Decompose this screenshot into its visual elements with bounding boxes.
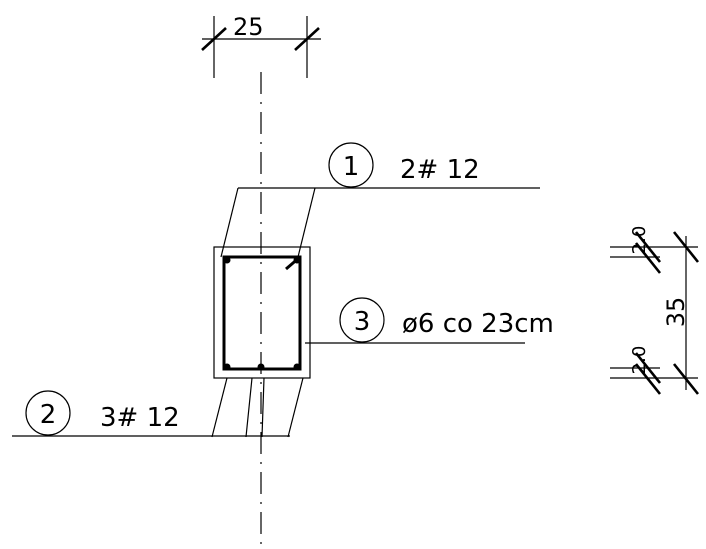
right-height-dimension: 2.0 35 2.0	[610, 226, 700, 395]
callout-circle	[339, 297, 385, 343]
cover-bottom-value: 2.0	[629, 346, 650, 375]
callout-number: 1	[343, 152, 360, 182]
rebar-dot	[223, 256, 231, 264]
dimension-tick-right	[294, 27, 320, 51]
callout-text: 2# 12	[400, 155, 480, 185]
callout-text: ø6 co 23cm	[402, 309, 554, 339]
column-outline	[211, 187, 316, 438]
dimension-tick	[634, 231, 662, 263]
stirrup	[222, 255, 302, 371]
section-height-value: 35	[662, 297, 690, 328]
callout-number: 2	[40, 400, 57, 430]
callout-1-top-bars: 1 2# 12	[238, 142, 540, 189]
dimension-tick	[672, 231, 700, 263]
callout-2-bottom-bars: 2 3# 12	[12, 390, 290, 437]
callout-number: 3	[354, 307, 371, 337]
rebar-dot	[257, 363, 265, 371]
column-width-value: 25	[233, 13, 264, 41]
dimension-tick	[634, 242, 662, 274]
rebar-dot	[223, 363, 231, 371]
concrete-section-outline	[213, 246, 311, 379]
rebar-dot	[293, 256, 301, 264]
callout-circle	[25, 390, 71, 436]
dimension-tick	[634, 363, 662, 395]
top-width-dimension: 25	[201, 13, 321, 78]
callout-text: 3# 12	[100, 403, 180, 433]
dimension-tick-left	[201, 27, 227, 51]
rebar-dot	[293, 363, 301, 371]
dimension-tick	[672, 363, 700, 395]
callout-3-stirrups: 3 ø6 co 23cm	[305, 297, 554, 344]
callout-circle	[328, 142, 374, 188]
cover-top-value: 2.0	[629, 226, 650, 255]
dimension-tick	[634, 352, 662, 384]
rebar-dots	[223, 256, 301, 371]
